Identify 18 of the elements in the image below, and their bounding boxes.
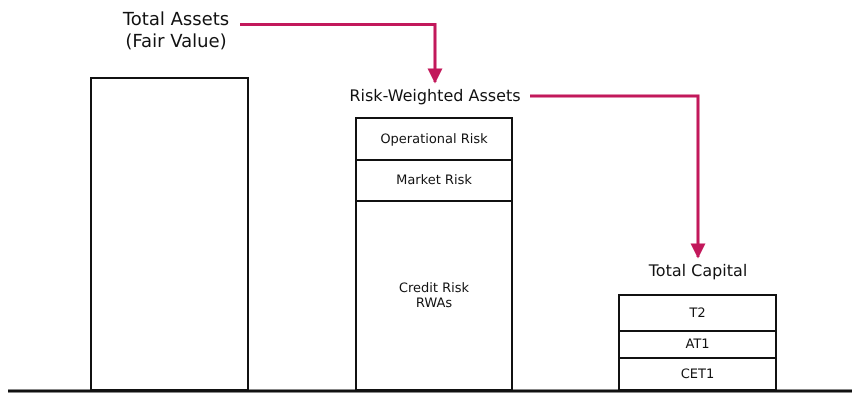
arrow xyxy=(530,94,706,258)
stack-segment xyxy=(355,117,513,161)
arrow xyxy=(240,23,442,84)
stack-segment xyxy=(355,200,513,391)
heading-label: Risk-Weighted Assets xyxy=(340,84,530,108)
node-label: Credit Risk RWAs xyxy=(398,280,470,310)
node-label: T2 xyxy=(689,306,706,320)
node-label: AT1 xyxy=(685,337,710,352)
node-label: Market Risk xyxy=(396,173,472,188)
heading-label: Total Capital xyxy=(628,259,768,283)
stack-segment xyxy=(618,357,777,391)
node-label: Operational Risk xyxy=(380,132,488,146)
node-label: CET1 xyxy=(680,366,714,382)
heading-label: Total Assets (Fair Value) xyxy=(112,6,240,56)
stack-segment xyxy=(618,294,777,332)
stack-segment xyxy=(618,330,777,359)
bar xyxy=(90,77,249,391)
stack-segment xyxy=(355,159,513,202)
